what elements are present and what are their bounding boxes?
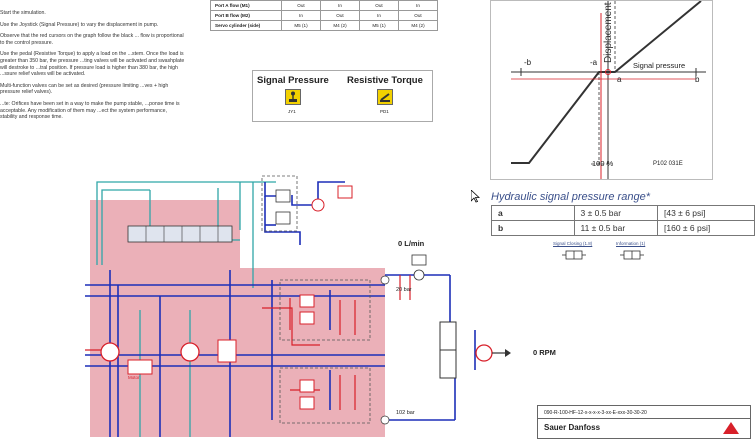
pressure-readout-top: 20 bar — [396, 287, 412, 293]
joystick-id: JY1 — [288, 109, 296, 114]
graph-x-axis-label: Signal pressure — [633, 61, 686, 70]
graph-neg-b: -b — [524, 58, 532, 67]
motor-label: Motor — [128, 375, 140, 380]
signal-pressure-label: Signal Pressure — [257, 75, 329, 86]
instruction-6: ...te: Orifices have been set in a way t… — [0, 100, 180, 121]
valve-symbol-icon — [620, 250, 644, 260]
graph-code: P102 031E — [653, 161, 683, 167]
instruction-2: Use the Joystick (Signal Pressure) to va… — [0, 21, 159, 28]
resistive-torque-label: Resistive Torque — [347, 75, 423, 86]
port-flow-table: Port A flow (M1) Out In Out In Port B fl… — [210, 0, 438, 31]
table-row: Servo cylinder (side) M5 (1) M4 (2) M5 (… — [210, 20, 438, 31]
pressure-readout-bottom: 102 bar — [396, 410, 415, 416]
table-row: a 3 ± 0.5 bar [43 ± 6 psi] — [491, 205, 755, 221]
company-name: Sauer Danfoss — [544, 423, 601, 432]
graph-bottom-pct: 100 % — [592, 159, 614, 168]
company-logo-icon — [723, 422, 739, 434]
information-link[interactable]: Information (1) — [616, 241, 646, 246]
rpm-readout: 0 RPM — [533, 348, 556, 357]
title-block: 090-R-100-HF-12-x-x-x-x-3-xx-E-xxx-30-30… — [537, 405, 751, 439]
graph-neg-a: -a — [590, 58, 598, 67]
signal-closing-link[interactable]: Signal Closing (1.8) — [553, 241, 593, 246]
pedal-icon[interactable] — [377, 89, 393, 105]
instruction-4: Use the pedal (Resistive Torque) to appl… — [0, 51, 185, 78]
part-number: 090-R-100-HF-12-x-x-x-x-3-xx-E-xxx-30-30… — [544, 410, 647, 416]
table-row: b 11 ± 0.5 bar [160 ± 6 psi] — [491, 220, 755, 236]
valve-symbol-icon — [562, 250, 586, 260]
mouse-cursor-icon — [471, 190, 480, 203]
graph-pos-b: b — [695, 75, 700, 84]
displacement-graph: Displacement Signal pressure -b -a a b 1… — [490, 0, 713, 180]
instruction-3: Observe that the red cursors on the grap… — [0, 33, 184, 46]
hydraulic-range-table: a 3 ± 0.5 bar [43 ± 6 psi] b 11 ± 0.5 ba… — [491, 205, 755, 236]
joystick-icon[interactable] — [285, 89, 301, 105]
pedal-id: PD1 — [380, 109, 389, 114]
hydraulic-range-title: Hydraulic signal pressure range* — [491, 191, 650, 203]
instruction-5: Multi-function valves can be set as desi… — [0, 82, 169, 96]
control-panel: Signal Pressure Resistive Torque JY1 PD1 — [252, 70, 433, 122]
instructions-panel: Start the simulation. Use the Joystick (… — [0, 10, 185, 126]
table-row: Port B flow (M2) In Out In Out — [210, 10, 438, 21]
graph-pos-a: a — [617, 75, 622, 84]
flow-readout: 0 L/min — [398, 239, 425, 248]
instruction-1: Start the simulation. — [0, 10, 46, 16]
